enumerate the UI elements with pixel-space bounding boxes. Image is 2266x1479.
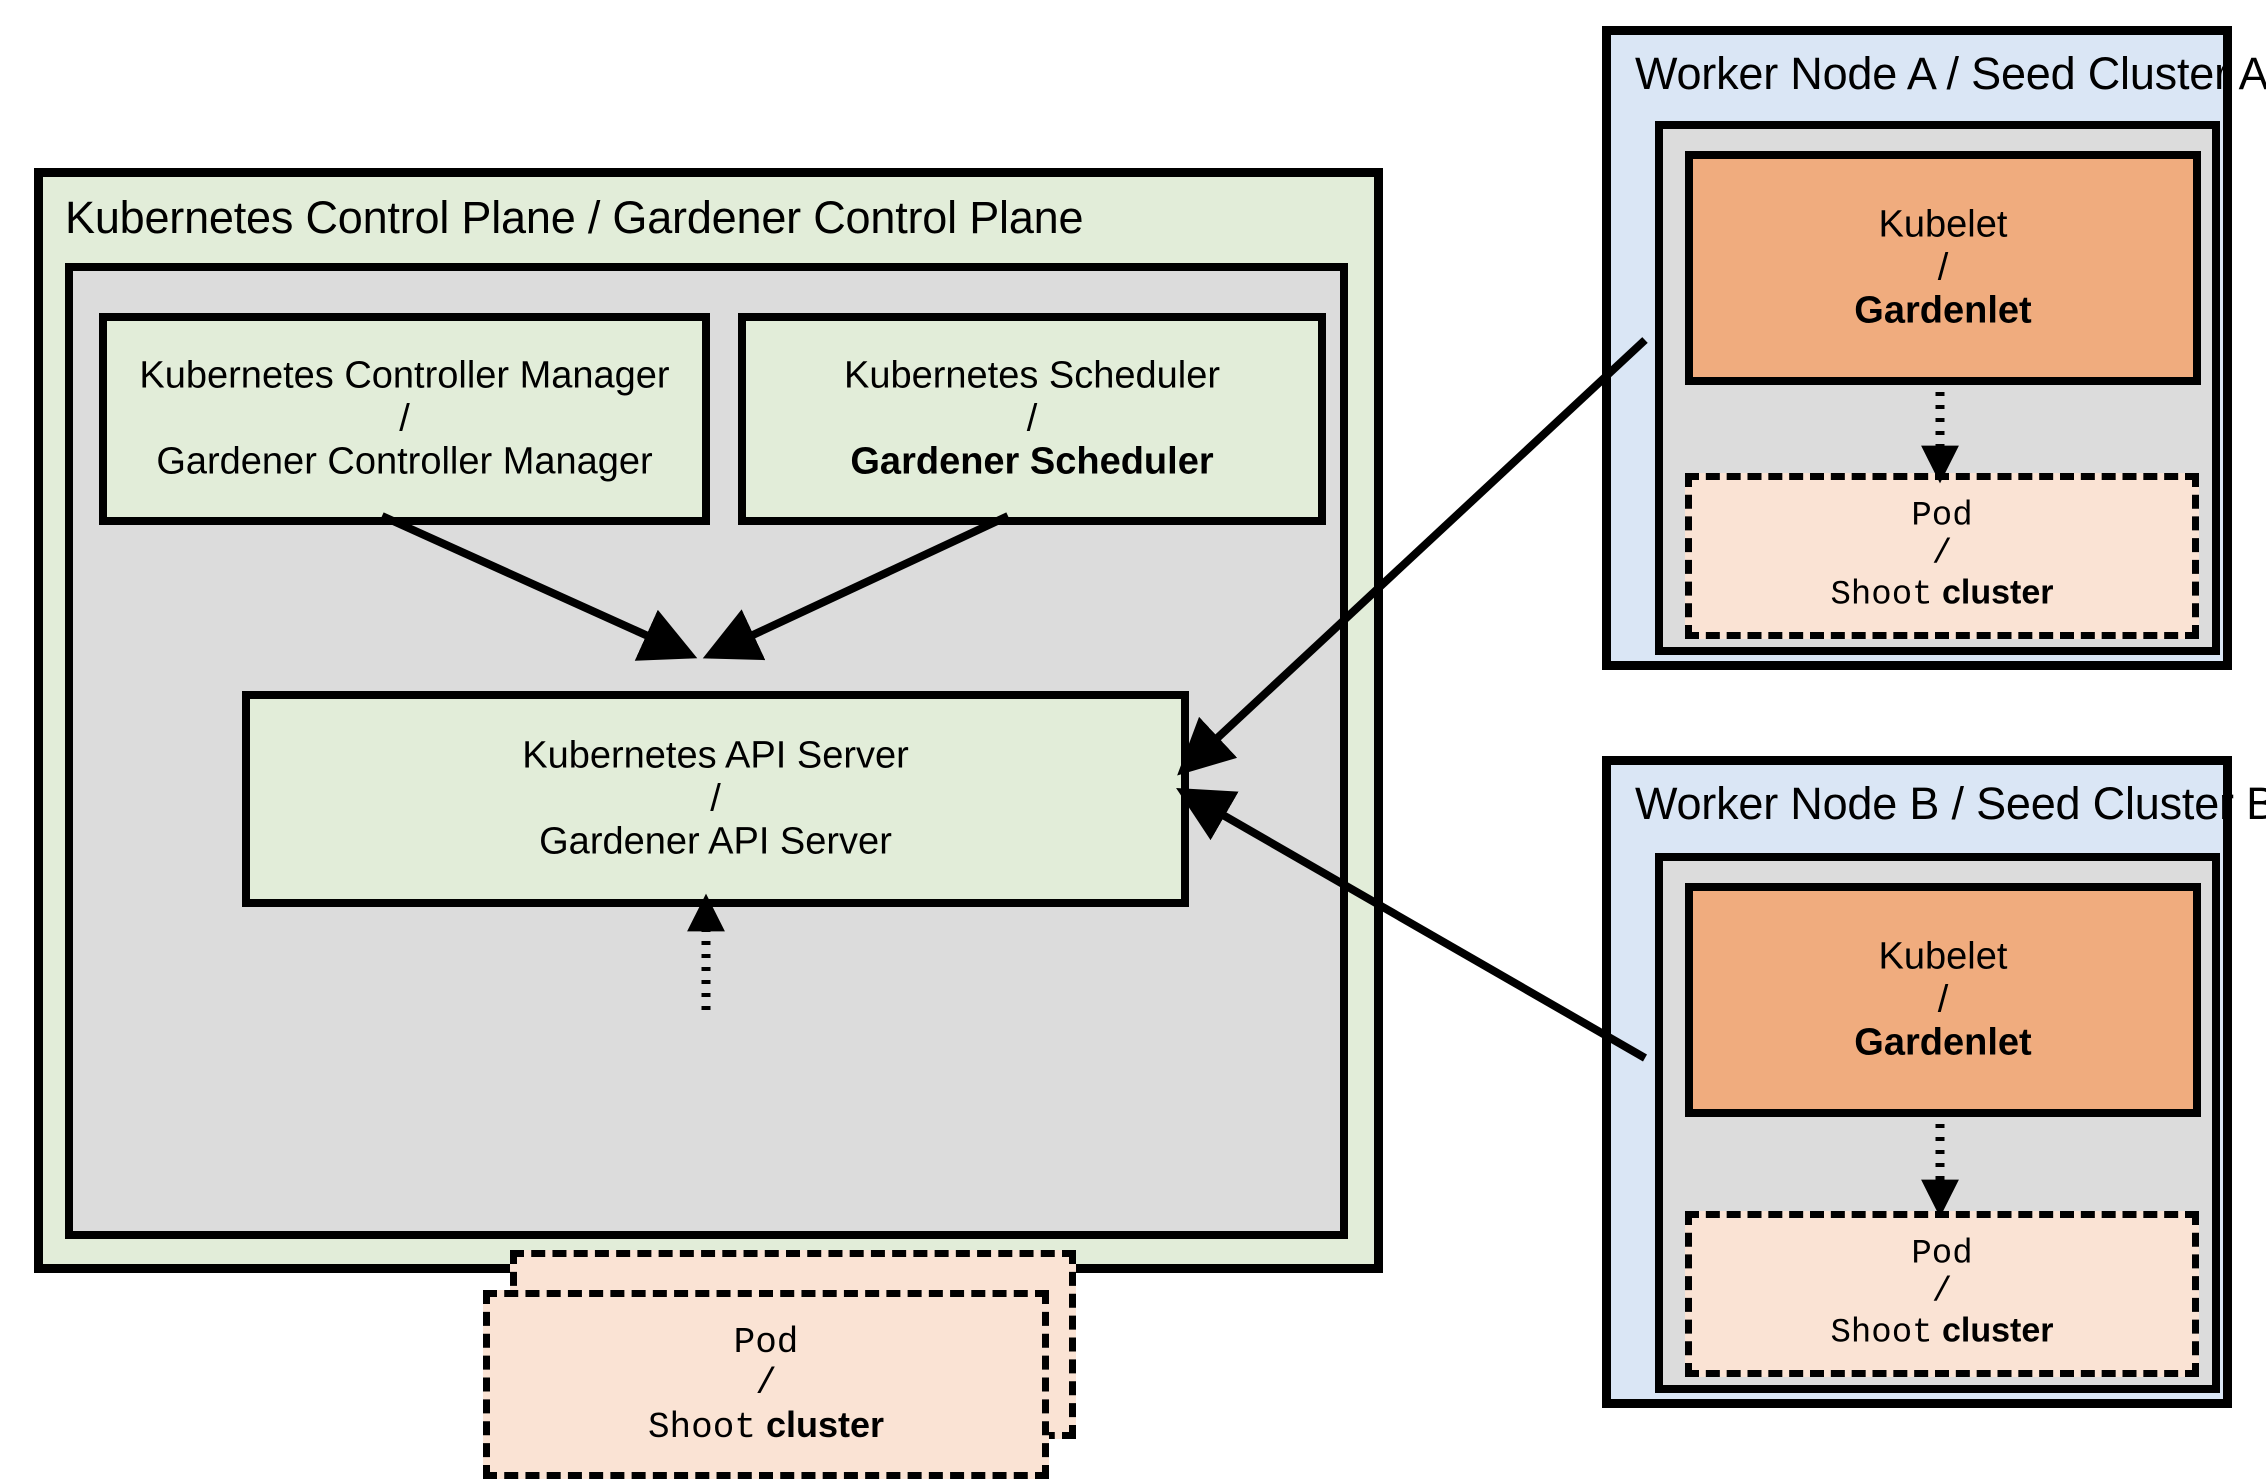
worker-node-b-pod-cluster-word: cluster <box>1941 1311 2054 1350</box>
worker-node-a-container: Worker Node A / Seed Cluster A Kubelet /… <box>1602 26 2266 670</box>
worker-node-a-inner-region: Kubelet / Gardenlet Pod / Shoot cluster <box>1655 121 2220 655</box>
worker-node-a-pod-line1: Pod <box>1911 497 1973 536</box>
control-plane-pod-separator: / <box>755 1362 777 1404</box>
control-plane-pod-labels: Pod / Shoot cluster <box>490 1322 1042 1448</box>
gardenlet-b-box[interactable]: Kubelet / Gardenlet <box>1685 883 2201 1117</box>
scheduler-labels: Kubernetes Scheduler / Gardener Schedule… <box>746 355 1318 484</box>
worker-node-a-pod-separator: / <box>1931 535 1953 574</box>
diagram-canvas: Kubernetes Control Plane / Gardener Cont… <box>34 26 2266 1479</box>
gardenlet-a-box[interactable]: Kubelet / Gardenlet <box>1685 151 2201 385</box>
worker-node-a-pod-labels: Pod / Shoot cluster <box>1692 498 2192 615</box>
api-server-line1: Kubernetes API Server <box>522 734 909 777</box>
worker-node-b-inner-region: Kubelet / Gardenlet Pod / Shoot cluster <box>1655 853 2220 1393</box>
gardenlet-a-labels: Kubelet / Gardenlet <box>1693 204 2193 333</box>
worker-node-b-pod-line1: Pod <box>1911 1235 1973 1274</box>
scheduler-box[interactable]: Kubernetes Scheduler / Gardener Schedule… <box>738 313 1326 525</box>
control-plane-pod-cluster-word: cluster <box>765 1403 885 1445</box>
worker-node-a-title: Worker Node A / Seed Cluster A <box>1635 48 2266 99</box>
controller-manager-line1: Kubernetes Controller Manager <box>139 354 670 397</box>
scheduler-line1: Kubernetes Scheduler <box>843 354 1221 397</box>
controller-manager-box[interactable]: Kubernetes Controller Manager / Gardener… <box>99 313 710 525</box>
worker-node-a-pod-box[interactable]: Pod / Shoot cluster <box>1685 473 2199 639</box>
control-plane-pod-shoot-word: Shoot <box>647 1406 756 1448</box>
worker-node-b-pod-labels: Pod / Shoot cluster <box>1692 1236 2192 1353</box>
worker-node-a-pod-shoot-word: Shoot <box>1830 576 1933 615</box>
worker-node-b-container: Worker Node B / Seed Cluster B Kubelet /… <box>1602 756 2266 1408</box>
gardenlet-b-line1: Kubelet <box>1878 935 2008 978</box>
control-plane-container: Kubernetes Control Plane / Gardener Cont… <box>34 168 1383 1479</box>
api-server-labels: Kubernetes API Server / Gardener API Ser… <box>250 735 1181 864</box>
api-server-separator: / <box>710 777 721 820</box>
gardenlet-b-separator: / <box>1937 978 1949 1021</box>
scheduler-separator: / <box>1026 397 1038 440</box>
controller-manager-labels: Kubernetes Controller Manager / Gardener… <box>107 355 702 484</box>
scheduler-line3: Gardener Scheduler <box>850 440 1214 483</box>
worker-node-a-pod-cluster-word: cluster <box>1941 573 2054 612</box>
worker-node-b-pod-shoot-word: Shoot <box>1830 1314 1933 1353</box>
control-plane-inner-region: Kubernetes Controller Manager / Gardener… <box>65 263 1348 1479</box>
gardenlet-a-line3: Gardenlet <box>1854 289 2032 332</box>
control-plane-pod-line3: Shoot cluster <box>490 1404 1042 1448</box>
controller-manager-separator: / <box>399 397 410 440</box>
api-server-box[interactable]: Kubernetes API Server / Gardener API Ser… <box>242 691 1189 907</box>
control-plane-pod-line1: Pod <box>733 1321 799 1363</box>
gardenlet-b-labels: Kubelet / Gardenlet <box>1693 936 2193 1065</box>
worker-node-b-title: Worker Node B / Seed Cluster B <box>1635 778 2266 829</box>
api-server-line3: Gardener API Server <box>539 820 892 863</box>
control-plane-title: Kubernetes Control Plane / Gardener Cont… <box>65 192 1084 243</box>
gardenlet-a-line1: Kubelet <box>1878 203 2008 246</box>
control-plane-pod-box[interactable]: Pod / Shoot cluster <box>483 1290 1049 1479</box>
gardenlet-a-separator: / <box>1937 246 1949 289</box>
worker-node-b-pod-box[interactable]: Pod / Shoot cluster <box>1685 1211 2199 1377</box>
gardenlet-b-line3: Gardenlet <box>1854 1021 2032 1064</box>
controller-manager-line3: Gardener Controller Manager <box>156 440 653 483</box>
worker-node-b-pod-line3: Shoot cluster <box>1692 1312 2192 1353</box>
worker-node-b-pod-separator: / <box>1931 1273 1953 1312</box>
worker-node-a-pod-line3: Shoot cluster <box>1692 574 2192 615</box>
